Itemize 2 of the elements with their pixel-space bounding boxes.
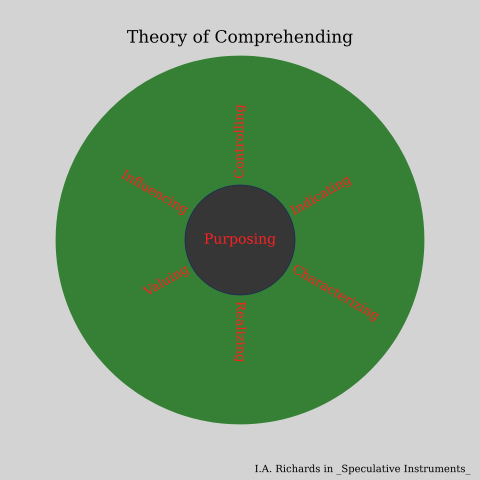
caption: I.A. Richards in _Speculative Instruments_ [255, 464, 470, 474]
title: Theory of Comprehending [127, 30, 353, 46]
